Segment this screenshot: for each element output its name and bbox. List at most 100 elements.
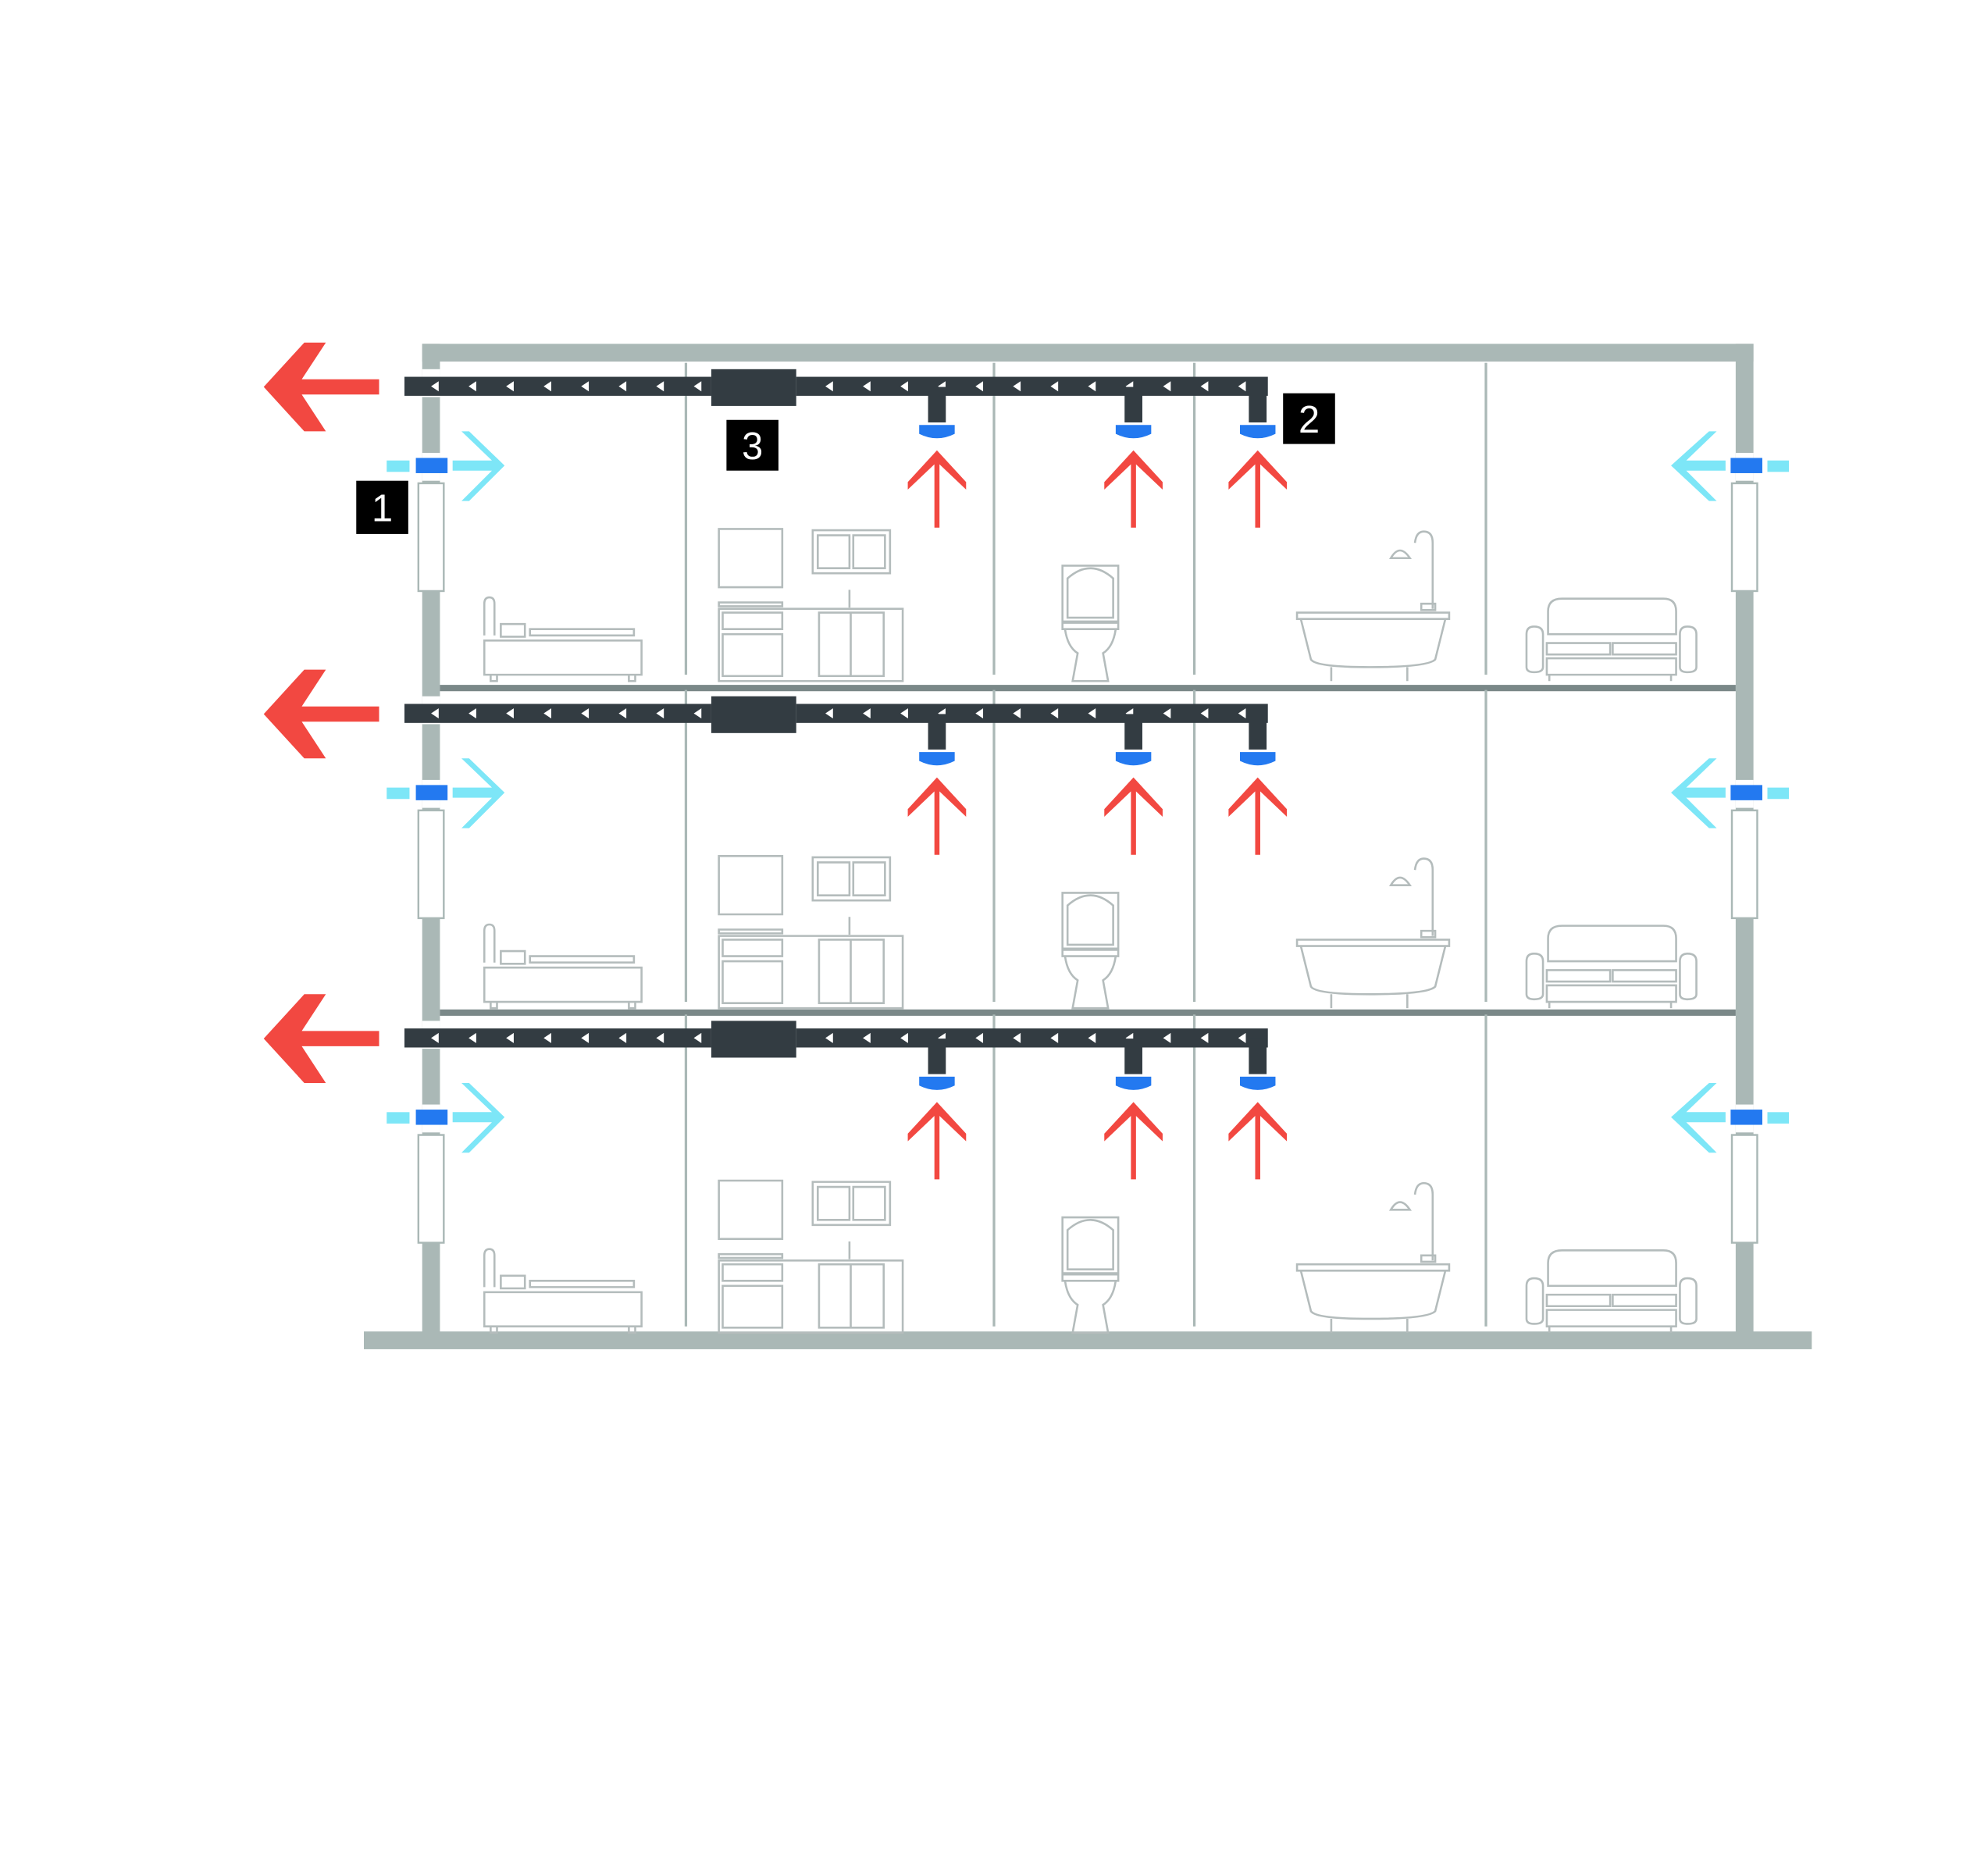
fresh-air-arrow-icon xyxy=(1671,431,1726,501)
airflow-direction-icon xyxy=(1013,381,1021,392)
duct-drop xyxy=(928,387,946,423)
ventilation-inlet xyxy=(415,785,448,800)
partition-wall xyxy=(1484,1014,1487,1327)
duct-drop xyxy=(1124,387,1142,423)
window xyxy=(417,482,445,593)
airflow-direction-icon xyxy=(863,381,871,392)
ventilation-inlet xyxy=(1730,458,1762,473)
floor-2 xyxy=(263,669,1790,1010)
airflow-direction-icon xyxy=(1163,1032,1171,1043)
airflow-direction-icon xyxy=(1200,381,1209,392)
extract-diffuser xyxy=(1240,425,1276,439)
airflow-direction-icon xyxy=(1088,1032,1096,1043)
extract-diffuser xyxy=(1115,1076,1152,1090)
callout-1-box xyxy=(356,480,408,534)
airflow-direction-icon xyxy=(581,381,590,392)
extract-air-arrow-icon xyxy=(1228,450,1288,528)
extract-diffuser xyxy=(919,1076,955,1090)
airflow-direction-icon xyxy=(618,381,627,392)
bathtub-shower-icon xyxy=(1295,857,1451,1009)
duct-drop xyxy=(1249,714,1267,750)
airflow-direction-icon xyxy=(900,708,908,719)
exhaust-air-arrow-icon xyxy=(263,669,379,759)
airflow-direction-icon xyxy=(1163,708,1171,719)
ventilation-inlet xyxy=(1730,785,1762,800)
airflow-direction-icon xyxy=(656,381,664,392)
window xyxy=(1730,482,1758,593)
partition-wall xyxy=(1484,362,1487,675)
fresh-air-inlet xyxy=(387,1112,410,1124)
airflow-direction-icon xyxy=(1013,1032,1021,1043)
partition-wall xyxy=(1192,1014,1196,1327)
furniture xyxy=(483,1179,1698,1334)
airflow-direction-icon xyxy=(825,708,833,719)
airflow-direction-icon xyxy=(825,381,833,392)
partition-wall xyxy=(684,689,688,1003)
extract-diffuser xyxy=(1115,752,1152,766)
airflow-direction-icon xyxy=(506,708,514,719)
window xyxy=(1730,809,1758,920)
fresh-air-arrow-icon xyxy=(1671,758,1726,828)
extract-diffuser xyxy=(1115,425,1152,439)
partition-wall xyxy=(992,689,996,1003)
airflow-direction-icon xyxy=(543,708,551,719)
airflow-direction-icon xyxy=(900,381,908,392)
floor-3 xyxy=(263,994,1790,1334)
exhaust-duct xyxy=(404,704,711,723)
airflow-direction-icon xyxy=(1088,708,1096,719)
roof xyxy=(422,344,1754,362)
airflow-direction-icon xyxy=(431,708,439,719)
airflow-direction-icon xyxy=(1200,1032,1209,1043)
fresh-air-inlet xyxy=(1767,460,1790,472)
kitchen-icon xyxy=(718,855,904,1010)
fresh-air-inlet xyxy=(1767,1112,1790,1124)
fresh-air-inlet xyxy=(387,787,410,800)
airflow-direction-icon xyxy=(975,1032,984,1043)
extract-air-arrow-icon xyxy=(1104,777,1163,855)
exhaust-duct xyxy=(404,1028,711,1048)
ventilation-unit xyxy=(711,696,796,733)
fresh-air-inlet xyxy=(1767,787,1790,800)
partition-wall xyxy=(1484,689,1487,1003)
airflow-direction-icon xyxy=(1050,708,1059,719)
window xyxy=(417,1134,445,1244)
fresh-air-arrow-icon xyxy=(1671,1082,1726,1153)
airflow-direction-icon xyxy=(431,381,439,392)
fresh-air-arrow-icon xyxy=(452,1082,505,1153)
duct-drop xyxy=(928,1039,946,1074)
duct-drop xyxy=(1249,1039,1267,1074)
airflow-direction-icon xyxy=(618,708,627,719)
airflow-direction-icon xyxy=(543,1032,551,1043)
bed-icon xyxy=(483,1248,643,1334)
airflow-direction-icon xyxy=(656,708,664,719)
airflow-direction-icon xyxy=(431,1032,439,1043)
fresh-air-arrow-icon xyxy=(452,431,505,501)
airflow-direction-icon xyxy=(618,1032,627,1043)
kitchen-icon xyxy=(718,1179,904,1334)
furniture xyxy=(483,855,1698,1010)
bed-icon xyxy=(483,923,643,1010)
airflow-direction-icon xyxy=(468,381,476,392)
airflow-direction-icon xyxy=(1088,381,1096,392)
airflow-direction-icon xyxy=(581,1032,590,1043)
bed-icon xyxy=(483,596,643,682)
airflow-direction-icon xyxy=(581,708,590,719)
airflow-direction-icon xyxy=(900,1032,908,1043)
building-structure xyxy=(364,344,1812,1349)
duct-drop xyxy=(1124,1039,1142,1074)
partition-wall xyxy=(1192,362,1196,675)
extract-diffuser xyxy=(919,752,955,766)
airflow-direction-icon xyxy=(468,708,476,719)
airflow-direction-icon xyxy=(1238,708,1246,719)
airflow-direction-icon xyxy=(825,1032,833,1043)
sofa-icon xyxy=(1525,924,1698,1009)
exhaust-duct xyxy=(796,1028,1268,1048)
extract-diffuser xyxy=(1240,1076,1276,1090)
ventilation-unit xyxy=(711,1021,796,1058)
ventilation-unit xyxy=(711,369,796,406)
airflow-direction-icon xyxy=(863,708,871,719)
sofa-icon xyxy=(1525,1249,1698,1333)
window xyxy=(1730,1134,1758,1244)
airflow-direction-icon xyxy=(693,381,702,392)
